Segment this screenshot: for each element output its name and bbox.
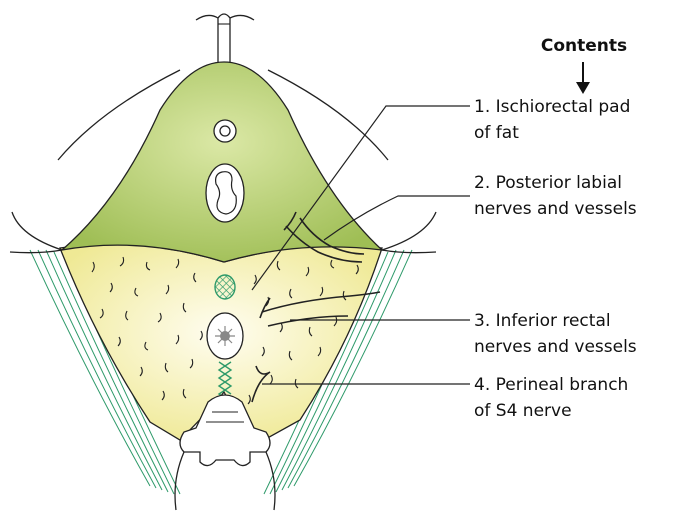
contents-heading: Contents [522, 36, 646, 56]
lower-contour-left [175, 452, 184, 510]
contents-arrow [576, 62, 590, 94]
top-stalk [196, 14, 254, 62]
perineal-body [215, 275, 235, 299]
urethral-opening-inner [220, 126, 230, 136]
left-thigh-contour [10, 212, 62, 253]
anal-center [220, 331, 230, 341]
right-thigh-contour [382, 212, 436, 253]
urogenital-triangle [62, 62, 382, 262]
